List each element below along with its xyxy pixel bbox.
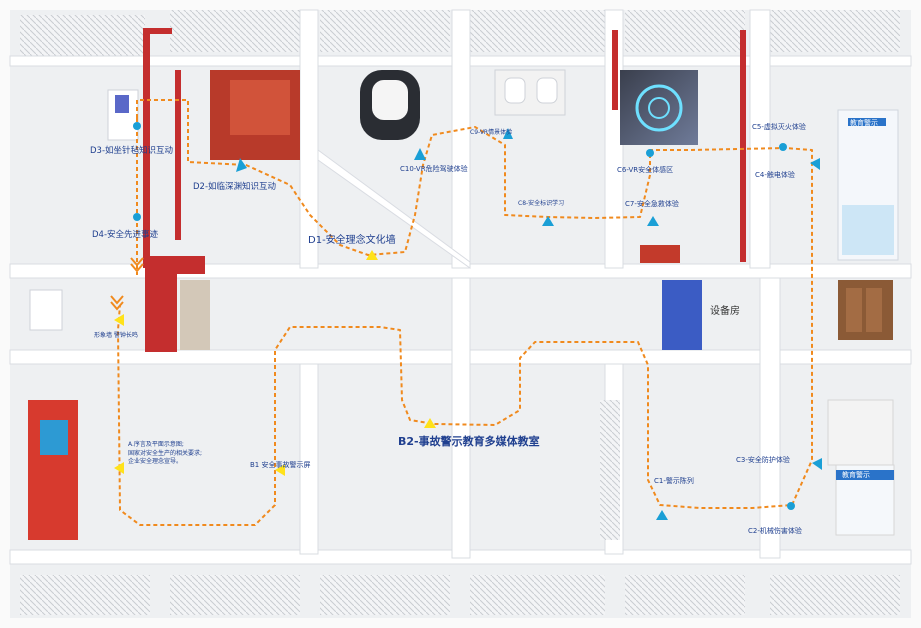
label-b2: B2-事故警示教育多媒体教室 [398,435,540,448]
marker-c6 [646,149,654,157]
bottom-shelving [20,575,900,615]
note-line-2: 国家对安全生产的相关要求; [128,449,203,457]
marker-d1 [366,250,378,260]
c3-display [827,399,894,466]
label-c1: C1-警示陈列 [654,477,694,485]
equipment-door-panel-right [866,288,882,332]
c6-vr-screen [620,70,698,145]
label-c2: C2-机械伤害体验 [748,527,802,535]
label-c9: C9-VR情景体验 [470,129,513,136]
label-c8: C8-安全标识学习 [518,200,565,207]
marker-b2 [424,418,436,428]
c2-panel-header [836,470,894,480]
label-equipment-room: 设备房 [710,306,740,317]
label-c7: C7-安全急救体验 [625,200,679,208]
c9-seat-left [504,77,526,104]
marker-d4 [133,213,141,221]
marker-b1 [275,464,285,476]
marker-c5 [779,143,787,151]
entrance-chevrons [110,257,144,311]
label-b1: B1 安全事故警示屏 [250,461,311,469]
label-c3: C3-安全防护体验 [736,456,790,464]
marker-c1 [656,510,668,520]
marker-c8 [542,216,554,226]
note-block: A.序言及平面示意图; 国家对安全生产的相关要求; 企业安全理念宣导。 [128,441,202,467]
label-d2: D2-如临深渊知识互动 [193,182,277,192]
note-line-1: A.序言及平面示意图; [128,441,184,448]
marker-d3 [133,122,141,130]
c6-vr-core [648,97,670,119]
label-c10: C10-VR危险驾驶体验 [400,165,468,173]
left-blue-screen [40,420,68,455]
c1-blue-board [662,280,702,350]
c9-seat-right [536,77,558,104]
entrance-feature [180,280,210,350]
entrance-kiosk [29,289,63,331]
d3-kiosk-screen [115,95,129,113]
label-entrance: 形象墙 警钟长鸣 [94,332,138,339]
markers-yellow [114,250,436,476]
marker-c10 [414,148,426,160]
top-shelving [170,10,900,52]
marker-c4 [810,158,820,170]
d2-screen [230,80,290,135]
vr-car-window [372,80,408,120]
c1-shelving [600,400,620,540]
diagonal-beam [317,149,471,269]
equipment-door-panel-left [846,288,862,332]
c7-mat [640,245,680,263]
panel-right-text: 教育警示 [842,471,870,479]
panel-top-text: 教育警示 [850,119,878,127]
note-line-3: 企业安全理念宣导。 [128,458,183,466]
walls [9,9,912,565]
label-d3: D3-如坐针毡知识互动 [90,146,174,156]
c5-panel-header [848,118,886,126]
visit-route [117,99,813,526]
label-d4: D4-安全先进事迹 [92,230,159,240]
label-d1: D1-安全理念文化墙 [308,235,396,246]
label-c5: C5-虚拟灭火体验 [752,123,806,131]
marker-entrance [114,314,124,326]
markers-blue [133,122,822,520]
label-c4: C4-触电体验 [755,171,795,179]
marker-c3 [812,458,822,470]
left-top-shelving [20,15,145,60]
c4-panel-blue [842,205,894,255]
label-c6: C6-VR安全体感区 [617,166,674,174]
marker-c2 [787,502,795,510]
marker-d2 [236,158,247,172]
marker-c7 [647,216,659,226]
red-partitions [143,28,746,352]
c6-vr-ring [635,84,683,132]
marker-c9 [503,128,513,139]
marker-note [114,462,124,474]
